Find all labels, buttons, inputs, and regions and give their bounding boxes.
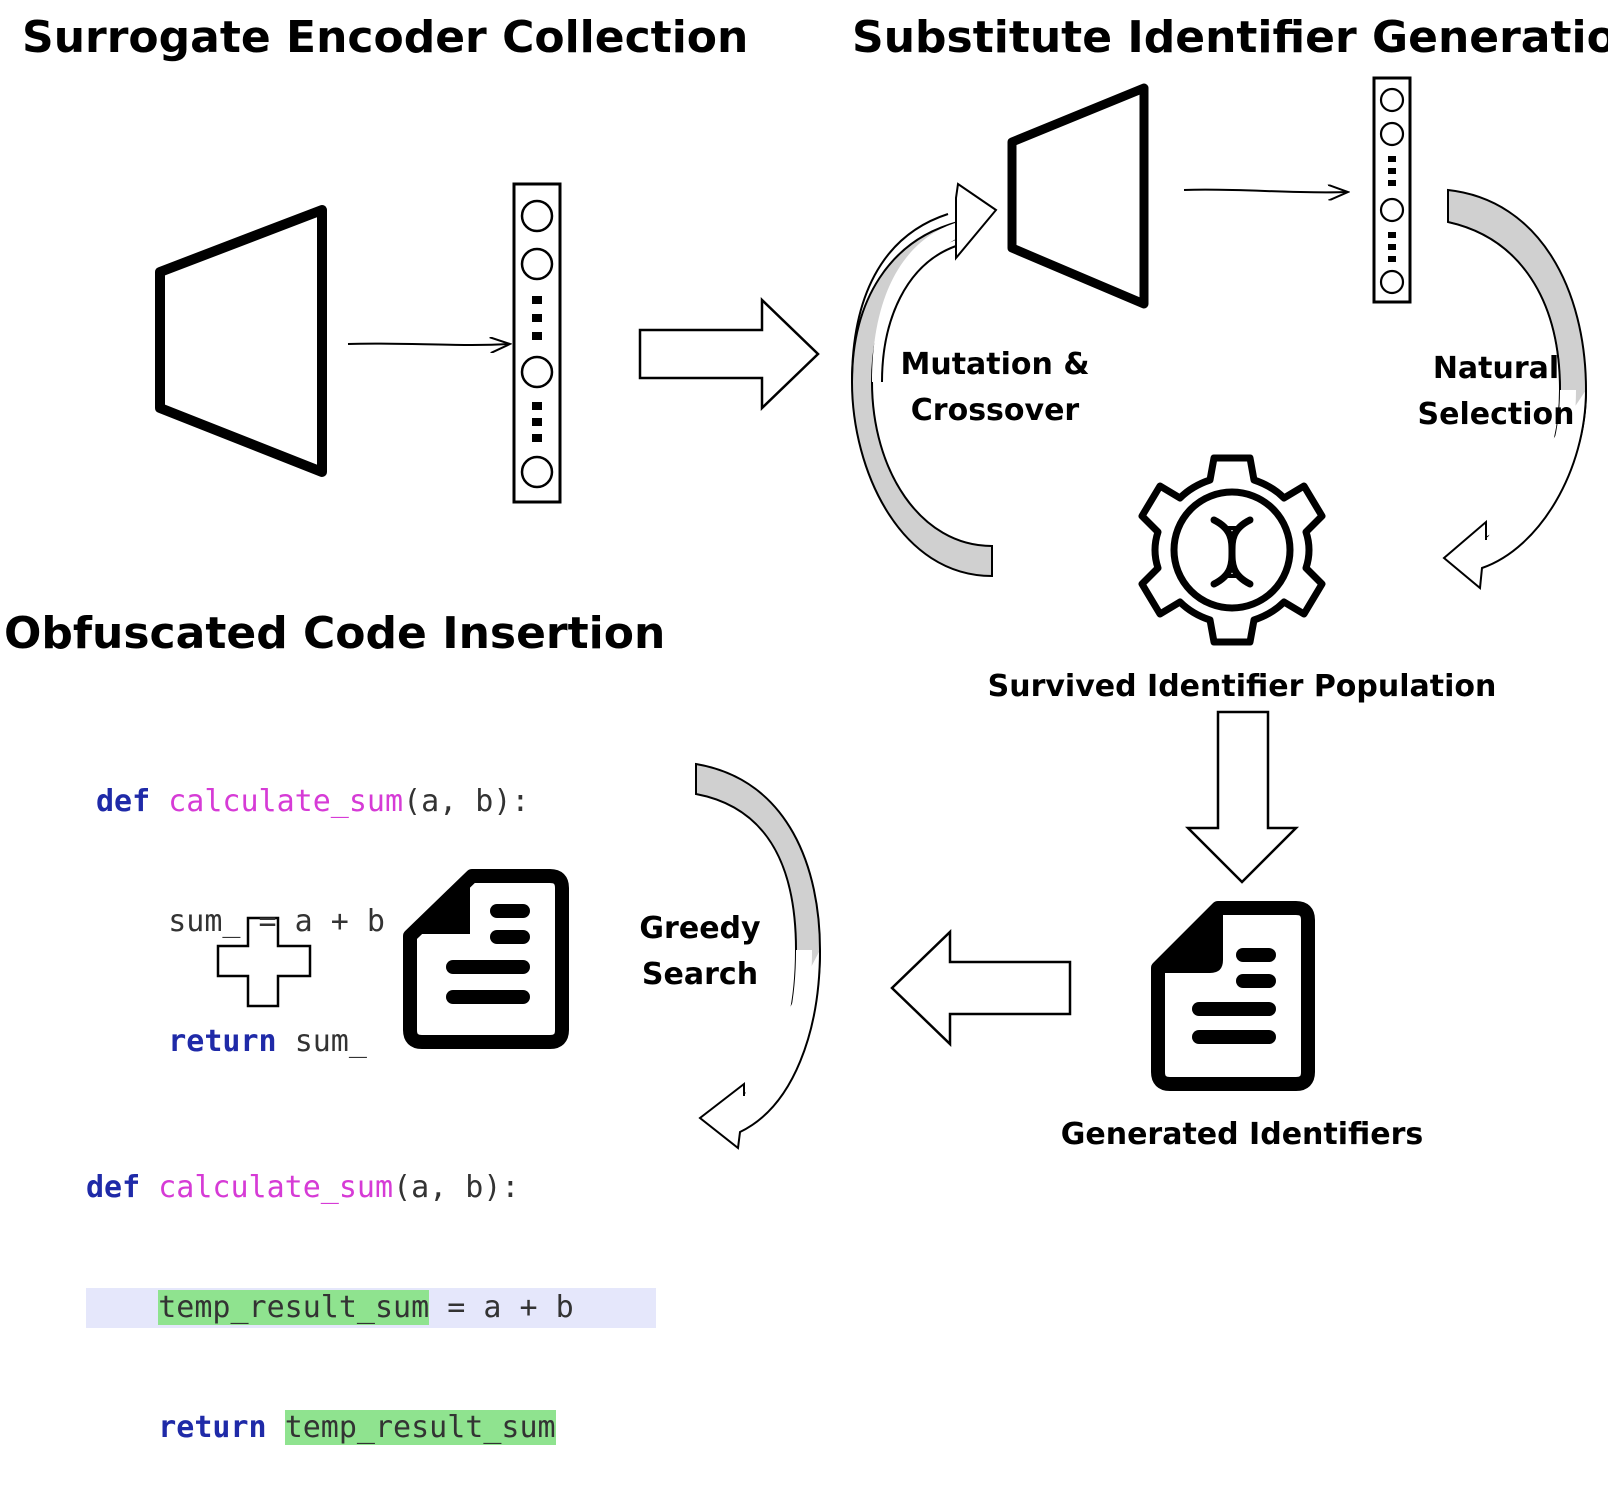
obfuscated-assignment: = a + b (429, 1290, 574, 1325)
original-return-value: sum_ (294, 1024, 367, 1059)
greedy-label-line1: Greedy (639, 911, 761, 946)
embedding-vector-icon (512, 182, 562, 504)
natural-label-line2: Selection (1418, 397, 1575, 432)
function-params: (a, b): (403, 784, 530, 819)
generated-identifiers-label: Generated Identifiers (1061, 1117, 1424, 1152)
mutation-crossover-curved-arrow (850, 182, 998, 578)
original-assignment: = a + b (240, 904, 385, 939)
plus-icon (216, 916, 312, 1008)
identifiers-to-insertion-arrow (890, 929, 1072, 1047)
original-code-line2: sum_ = a + b (96, 902, 530, 942)
def-keyword: def (96, 784, 151, 819)
greedy-search-curved-arrow (695, 762, 822, 1150)
greedy-label-line2: Search (642, 957, 758, 992)
def-keyword: def (86, 1170, 141, 1205)
function-params: (a, b): (393, 1170, 520, 1205)
title-surrogate-encoder: Surrogate Encoder Collection (22, 12, 748, 63)
generator-trapezoid-icon (1007, 83, 1149, 309)
return-keyword: return (158, 1410, 267, 1445)
population-to-identifiers-arrow (1184, 710, 1300, 884)
survived-population-label: Survived Identifier Population (988, 669, 1497, 704)
encoder-to-vector-arrow (347, 344, 510, 345)
surrogate-to-substitute-arrow (638, 297, 820, 411)
generated-document-icon (1151, 901, 1315, 1091)
function-name: calculate_sum (158, 1170, 394, 1205)
original-code-line3: return sum_ (96, 1022, 530, 1062)
original-variable: sum_ (168, 904, 241, 939)
mutation-label-line2: Crossover (911, 393, 1080, 428)
function-name: calculate_sum (168, 784, 404, 819)
return-keyword: return (168, 1024, 277, 1059)
obfuscated-return-value: temp_result_sum (284, 1410, 556, 1445)
obfuscated-variable: temp_result_sum (158, 1290, 430, 1325)
original-code-block: def calculate_sum(a, b): sum_ = a + b re… (96, 702, 530, 1102)
original-code-line1: def calculate_sum(a, b): (96, 782, 530, 822)
obfuscated-code-line2: temp_result_sum = a + b (86, 1288, 656, 1328)
title-obfuscated-code: Obfuscated Code Insertion (4, 608, 665, 659)
dna-gear-icon (1138, 454, 1326, 646)
title-substitute-identifier: Substitute Identifier Generation (852, 12, 1608, 63)
encoder-trapezoid-icon (155, 205, 327, 477)
mutation-label-line1: Mutation & (901, 347, 1090, 382)
generator-to-vector-arrow (1183, 190, 1348, 193)
natural-label-line1: Natural (1433, 351, 1559, 386)
obfuscated-code-block: def calculate_sum(a, b): temp_result_sum… (86, 1088, 656, 1488)
natural-selection-curved-arrow (1442, 188, 1588, 590)
obfuscated-code-line1: def calculate_sum(a, b): (86, 1168, 656, 1208)
code-document-icon (403, 869, 569, 1049)
obfuscated-code-line3: return temp_result_sum (86, 1408, 656, 1448)
candidate-vector-icon (1372, 76, 1412, 304)
